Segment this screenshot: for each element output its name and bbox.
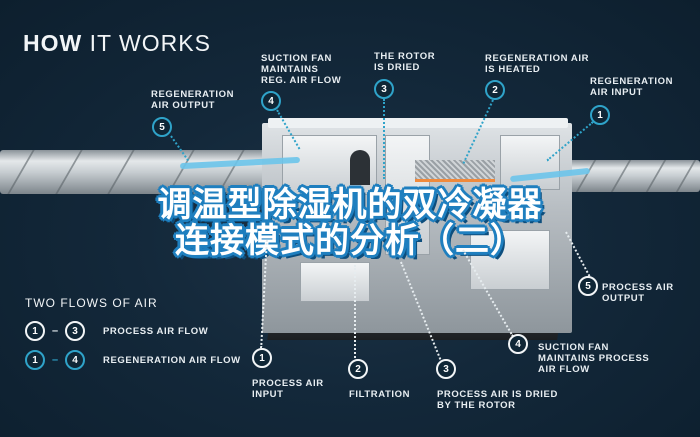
right-duct-pipe: [565, 160, 700, 192]
callout-suction-fan-reg: SUCTION FAN MAINTAINS REG. AIR FLOW: [261, 53, 342, 86]
callout-suction-fan-process: SUCTION FAN MAINTAINS PROCESS AIR FLOW: [538, 342, 650, 375]
heater-element: [415, 160, 495, 182]
left-duct-pipe: [0, 150, 275, 194]
callout-process-air-input: PROCESS AIR INPUT: [252, 378, 324, 400]
callout-rotor-dried: THE ROTOR IS DRIED: [374, 51, 436, 73]
callout-filtration: FILTRATION: [349, 389, 411, 400]
overlay-title-line2: 连接模式的分析（二）: [175, 221, 525, 261]
legend-label: REGENERATION AIR FLOW: [103, 354, 241, 366]
leader-line: [354, 265, 356, 358]
machine-top-edge: [268, 118, 568, 128]
process-step-2-badge: 2: [348, 359, 368, 379]
regeneration-step-3-badge: 3: [374, 79, 394, 99]
legend-title: TWO FLOWS OF AIR: [25, 296, 158, 310]
regeneration-step-4-badge: 4: [261, 91, 281, 111]
legend-label: PROCESS AIR FLOW: [103, 325, 209, 337]
callout-process-air-dried: PROCESS AIR IS DRIED BY THE ROTOR: [437, 389, 558, 411]
regeneration-step-1-badge: 1: [590, 105, 610, 125]
legend-from-badge: 1: [25, 350, 45, 370]
regeneration-step-2-badge: 2: [485, 80, 505, 100]
legend-item-process-air-flow: 1 – 3 PROCESS AIR FLOW: [25, 321, 241, 341]
legend-item-regeneration-air-flow: 1 – 4 REGENERATION AIR FLOW: [25, 350, 241, 370]
inlet-chamber: [500, 135, 560, 190]
leader-line: [383, 99, 385, 179]
legend-to-badge: 3: [65, 321, 85, 341]
callout-process-air-output: PROCESS AIR OUTPUT: [602, 282, 674, 304]
regeneration-step-5-badge: 5: [152, 117, 172, 137]
legend-from-badge: 1: [25, 321, 45, 341]
page-heading: HOW IT WORKS: [23, 30, 211, 56]
callout-regeneration-air-output: REGENERATION AIR OUTPUT: [151, 89, 235, 111]
air-flow-legend: TWO FLOWS OF AIR 1 – 3 PROCESS AIR FLOW …: [25, 296, 241, 370]
process-step-1-badge: 1: [252, 348, 272, 368]
rotor-chamber: [385, 135, 430, 255]
legend-to-badge: 4: [65, 350, 85, 370]
legend-dash: –: [51, 325, 59, 337]
fan-housing: [350, 150, 370, 185]
process-step-5-badge: 5: [578, 276, 598, 296]
rear-panel: [470, 230, 550, 290]
filter-drawer: [300, 262, 370, 302]
callout-regeneration-air-input: REGENERATION AIR INPUT: [590, 76, 674, 98]
process-step-3-badge: 3: [436, 359, 456, 379]
legend-dash: –: [51, 354, 59, 366]
process-step-4-badge: 4: [508, 334, 528, 354]
callout-regeneration-air-heated: REGENERATION AIR IS HEATED: [485, 53, 590, 75]
overlay-title-line1: 调温型除湿机的双冷凝器: [157, 185, 543, 225]
